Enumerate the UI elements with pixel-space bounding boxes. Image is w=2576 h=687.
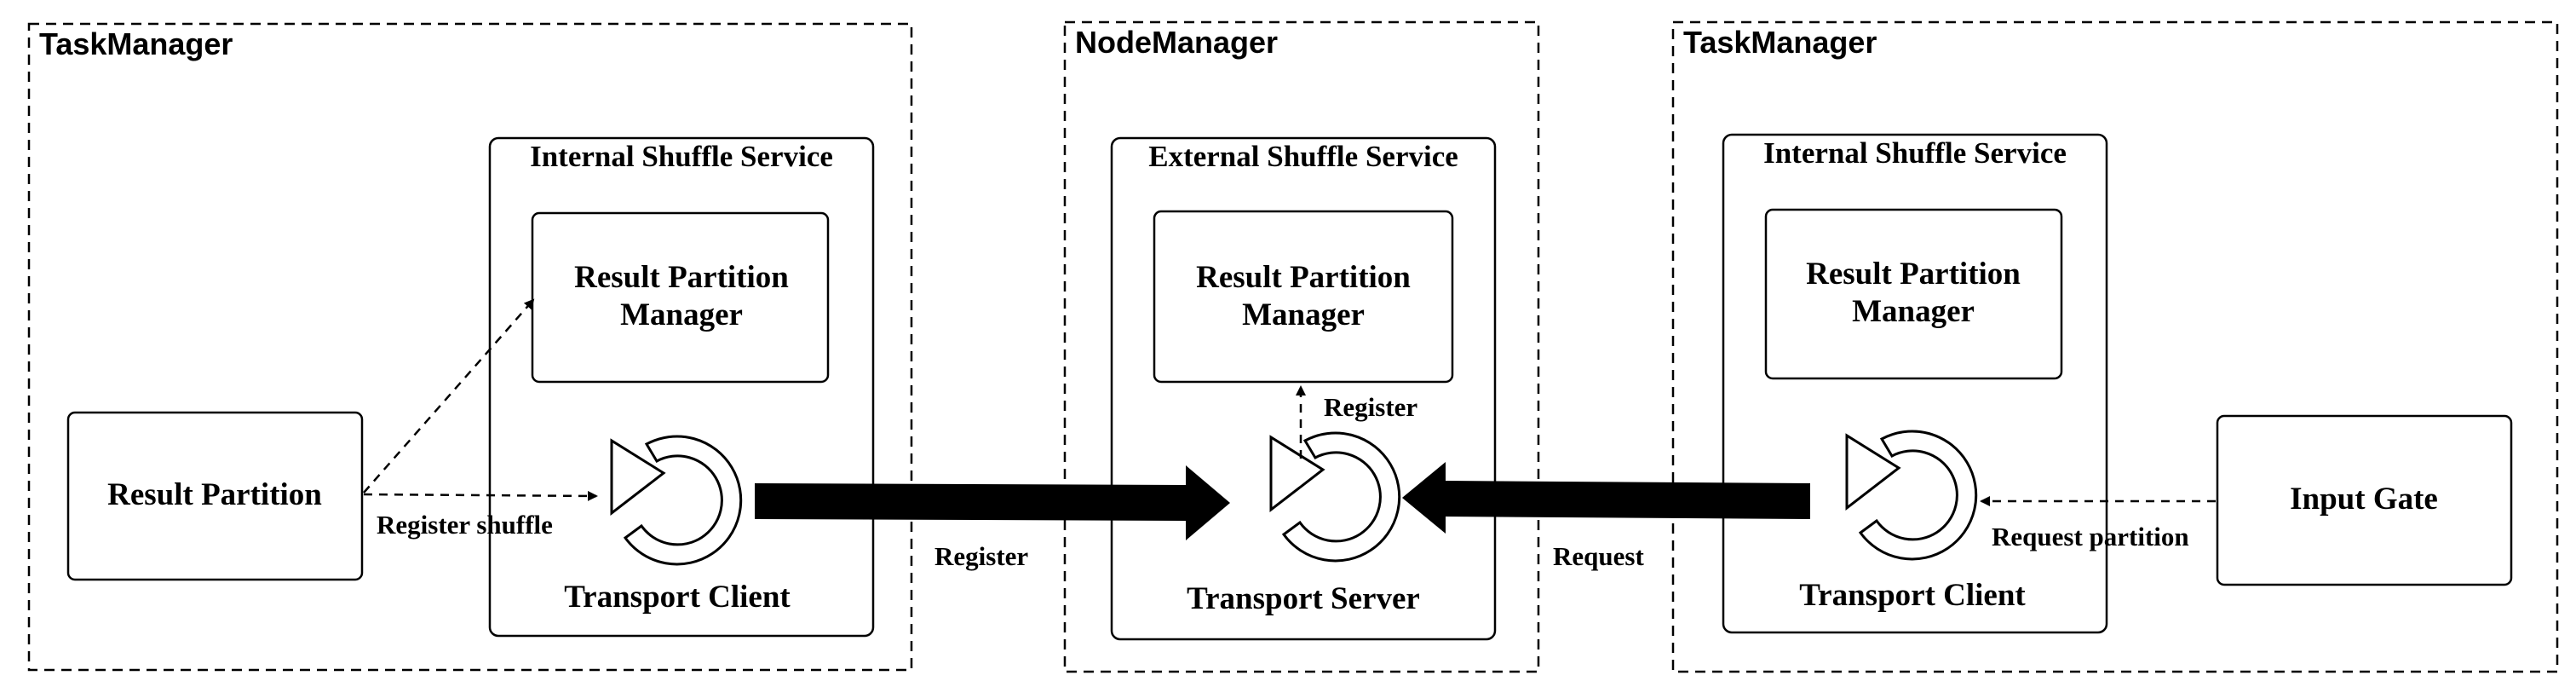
request-partition-label: Request partition [1992,522,2189,551]
middle-manager-label-line2: Manager [1242,297,1365,332]
input-gate-box [2216,414,2513,586]
right-manager-label-line2: Manager [1852,294,1975,329]
right-transport-client-cycle-icon [1845,430,1978,561]
left-manager-label-line1: Result Partition [574,260,789,295]
right-transport-client-label: Transport Client [1799,578,2026,613]
left-taskmanager-group: TaskManager Result Partition Internal Sh… [27,22,913,672]
right-result-partition-manager-box [1764,208,2063,380]
left-internal-shuffle-service-title: Internal Shuffle Service [530,140,833,173]
middle-manager-label-line1: Result Partition [1196,260,1411,295]
external-shuffle-service-title: External Shuffle Service [1148,140,1458,173]
register-to-server-label: Register [934,541,1028,571]
middle-result-partition-manager-box [1153,210,1454,384]
transport-server-cycle-icon [1269,431,1401,563]
thick-arrow-request-to-server [1402,462,1810,534]
left-manager-label-line2: Manager [620,297,743,332]
result-partition-label: Result Partition [107,477,322,512]
left-transport-client-cycle-icon [610,435,743,566]
transport-server-label: Transport Server [1187,581,1420,616]
thick-arrow-client-to-server [755,465,1230,540]
left-result-partition-manager-box [531,211,830,384]
request-label: Request [1553,541,1644,571]
left-taskmanager-border [27,22,913,672]
right-internal-shuffle-service-title: Internal Shuffle Service [1763,136,2067,170]
result-partition-box [66,411,364,581]
left-transport-client-label: Transport Client [564,580,791,615]
input-gate-label: Input Gate [2290,482,2438,517]
right-taskmanager-group: TaskManager Internal Shuffle Service Res… [1671,20,2559,673]
nodemanager-group: NodeManager External Shuffle Service Res… [1063,20,1540,673]
edge-partition-to-manager [363,298,535,494]
nodemanager-title: NodeManager [1075,25,1278,60]
register-shuffle-label: Register shuffle [377,510,553,540]
edge-register-shuffle [363,490,598,501]
right-manager-label-line1: Result Partition [1806,257,2021,292]
left-taskmanager-title: TaskManager [39,26,233,61]
register-to-manager-label: Register [1324,392,1417,422]
right-taskmanager-title: TaskManager [1683,25,1877,60]
